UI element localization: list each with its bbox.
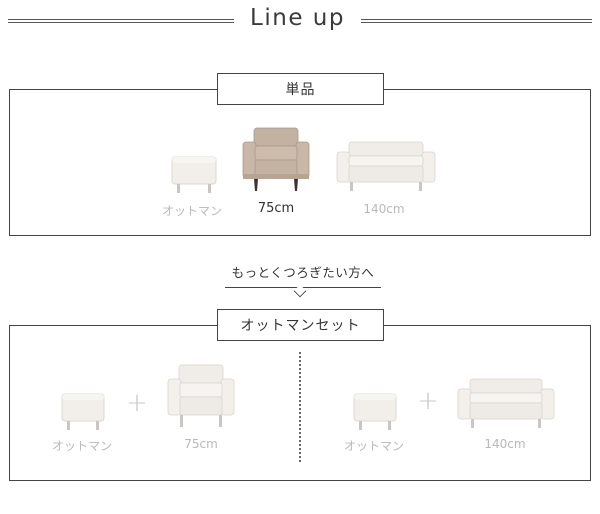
header-rule-left [8,19,234,23]
set1-sofa-75-caption: 75cm [184,437,218,451]
page-title: Line up [250,5,345,31]
ottoman-caption: オットマン [161,204,223,218]
plus-icon: + [417,386,439,416]
ottoman-image[interactable] [171,155,217,195]
sofa-75-caption: 75cm [257,201,295,216]
set2-ottoman-caption: オットマン [343,439,405,453]
set1-sofa-75-image[interactable] [167,363,235,429]
set1-ottoman-caption: オットマン [51,439,113,453]
set2-sofa-140-caption: 140cm [484,437,526,451]
set-divider [299,352,301,462]
set2-sofa-140-image[interactable] [457,377,555,429]
ottoman-set-label: オットマンセット [217,309,384,341]
header-rule-right [361,19,592,23]
set1-ottoman-image[interactable] [61,392,105,432]
sofa-140-caption: 140cm [363,202,405,216]
sofa-75-image[interactable] [242,126,310,192]
single-items-label: 単品 [217,73,384,105]
set2-ottoman-image[interactable] [353,392,397,432]
sofa-140-image[interactable] [336,140,436,193]
callout-text: もっとくつろぎたい方へ [231,265,375,280]
plus-icon: + [126,388,148,418]
